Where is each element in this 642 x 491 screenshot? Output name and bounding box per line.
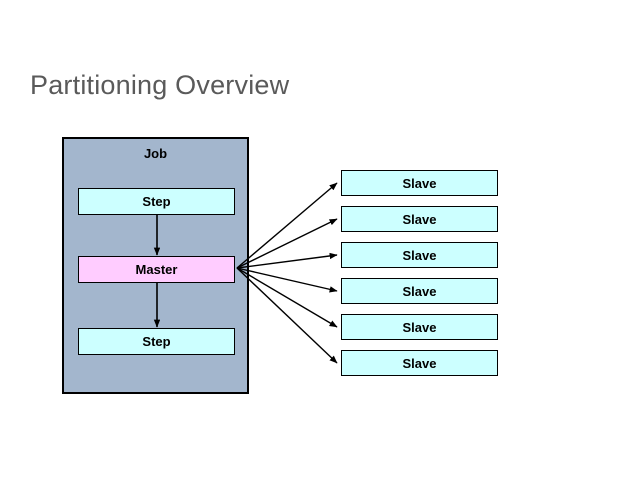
- step-box-top[interactable]: Step: [78, 188, 235, 215]
- arrow-master-to-slave-1: [236, 182, 338, 269]
- slave-box-2[interactable]: Slave: [341, 206, 498, 232]
- slave-box-3[interactable]: Slave: [341, 242, 498, 268]
- slave-box-6[interactable]: Slave: [341, 350, 498, 376]
- job-label: Job: [143, 146, 168, 161]
- slave-box-5[interactable]: Slave: [341, 314, 498, 340]
- arrow-master-to-slave-4: [236, 267, 338, 293]
- page-title: Partitioning Overview: [30, 70, 290, 100]
- slave-box-1[interactable]: Slave: [341, 170, 498, 196]
- slave-box-4[interactable]: Slave: [341, 278, 498, 304]
- arrow-master-to-slave-6: [236, 267, 338, 364]
- arrow-master-to-slave-2: [236, 218, 338, 269]
- master-box[interactable]: Master: [78, 256, 235, 283]
- step-box-bottom[interactable]: Step: [78, 328, 235, 355]
- arrow-master-to-slave-5: [236, 267, 338, 328]
- arrow-master-to-slave-3: [236, 252, 338, 269]
